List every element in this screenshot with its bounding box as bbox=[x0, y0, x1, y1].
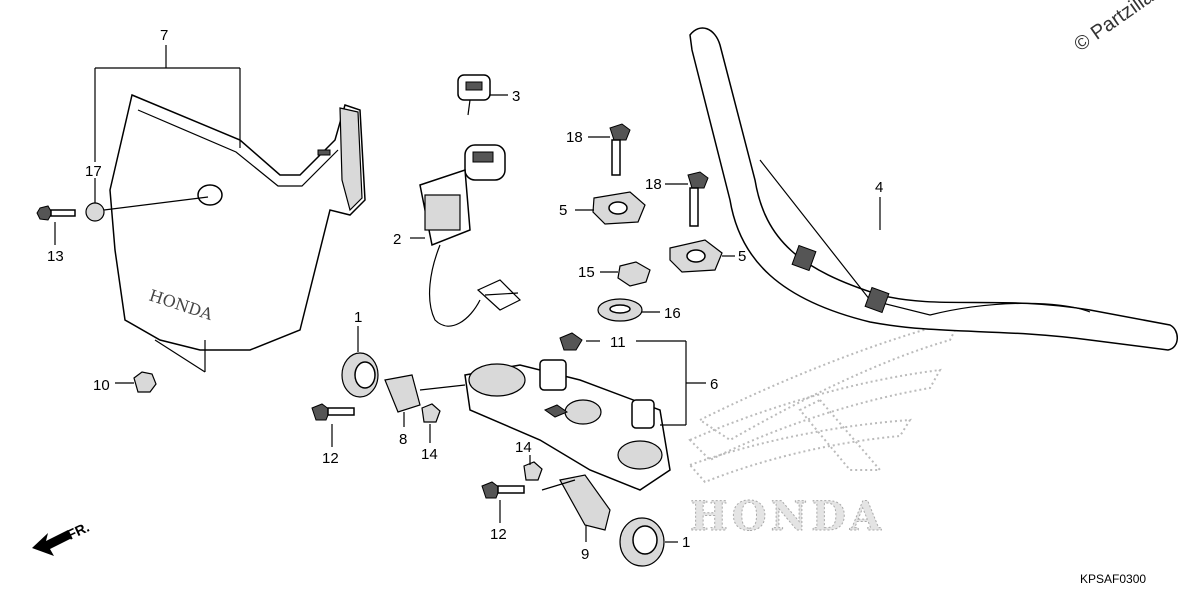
collar-nut-part-10 bbox=[133, 371, 157, 393]
front-label: FR. bbox=[65, 519, 92, 543]
nut-part-14-a bbox=[421, 403, 441, 423]
callout-11: 11 bbox=[610, 334, 626, 351]
diagram-code: KPSAF0300 bbox=[1080, 572, 1146, 586]
honda-logo-text: HONDA bbox=[690, 493, 885, 540]
callout-17: 17 bbox=[85, 163, 102, 180]
callout-16: 16 bbox=[664, 305, 681, 322]
callout-3: 3 bbox=[512, 88, 520, 105]
callout-2: 2 bbox=[393, 231, 401, 248]
callout-12-a: 12 bbox=[322, 450, 339, 467]
callout-8: 8 bbox=[399, 431, 407, 448]
bottom-bridge-part-6 bbox=[464, 359, 671, 491]
callout-13: 13 bbox=[47, 248, 64, 265]
callout-4: 4 bbox=[875, 179, 883, 196]
bolt-part-13 bbox=[36, 205, 76, 221]
bolt-part-18-b bbox=[687, 171, 709, 227]
handlebar-holder-part-5-a bbox=[592, 191, 646, 225]
callout-1-a: 1 bbox=[354, 309, 362, 326]
callout-5-b: 5 bbox=[738, 248, 746, 265]
collar-part-11 bbox=[559, 332, 583, 351]
callout-12-b: 12 bbox=[490, 526, 507, 543]
callout-1-b: 1 bbox=[682, 534, 690, 551]
callout-14-b: 14 bbox=[515, 439, 532, 456]
bolt-part-18-a bbox=[609, 123, 631, 176]
callout-15: 15 bbox=[578, 264, 595, 281]
bolt-part-12-a bbox=[311, 403, 355, 421]
cap-part-1-b bbox=[619, 517, 665, 567]
washer-part-16 bbox=[597, 298, 643, 322]
honda-wing-logo: HONDA bbox=[688, 318, 962, 541]
number-plate-part-7: HONDA bbox=[109, 93, 366, 351]
nut-part-15 bbox=[617, 261, 651, 287]
watermark-text: © Partzilla bbox=[1070, 0, 1158, 56]
nut-part-14-b bbox=[523, 461, 543, 481]
callout-10: 10 bbox=[93, 377, 110, 394]
bolt-part-12-b bbox=[481, 481, 525, 499]
callout-14-a: 14 bbox=[421, 446, 438, 463]
callout-9: 9 bbox=[581, 546, 589, 563]
front-arrow-icon bbox=[32, 530, 72, 556]
handlebar-holder-part-5-b bbox=[669, 239, 723, 273]
leader-lines bbox=[54, 45, 881, 543]
callout-7: 7 bbox=[160, 27, 168, 44]
callout-18-b: 18 bbox=[645, 176, 662, 193]
front-direction-marker: FR. bbox=[32, 519, 92, 556]
bracket-part-9 bbox=[559, 474, 611, 531]
callout-5-a: 5 bbox=[559, 202, 567, 219]
callout-labels: 7 17 13 10 3 2 18 18 5 5 15 16 11 6 4 1 … bbox=[47, 27, 883, 563]
bracket-part-8 bbox=[384, 374, 421, 413]
callout-6: 6 bbox=[710, 376, 718, 393]
cap-part-1-a bbox=[341, 352, 379, 398]
ignition-switch-part-2 bbox=[419, 144, 522, 327]
callout-18-a: 18 bbox=[566, 129, 583, 146]
key-part-3 bbox=[457, 74, 491, 116]
handlebar-part-4 bbox=[689, 27, 1178, 351]
